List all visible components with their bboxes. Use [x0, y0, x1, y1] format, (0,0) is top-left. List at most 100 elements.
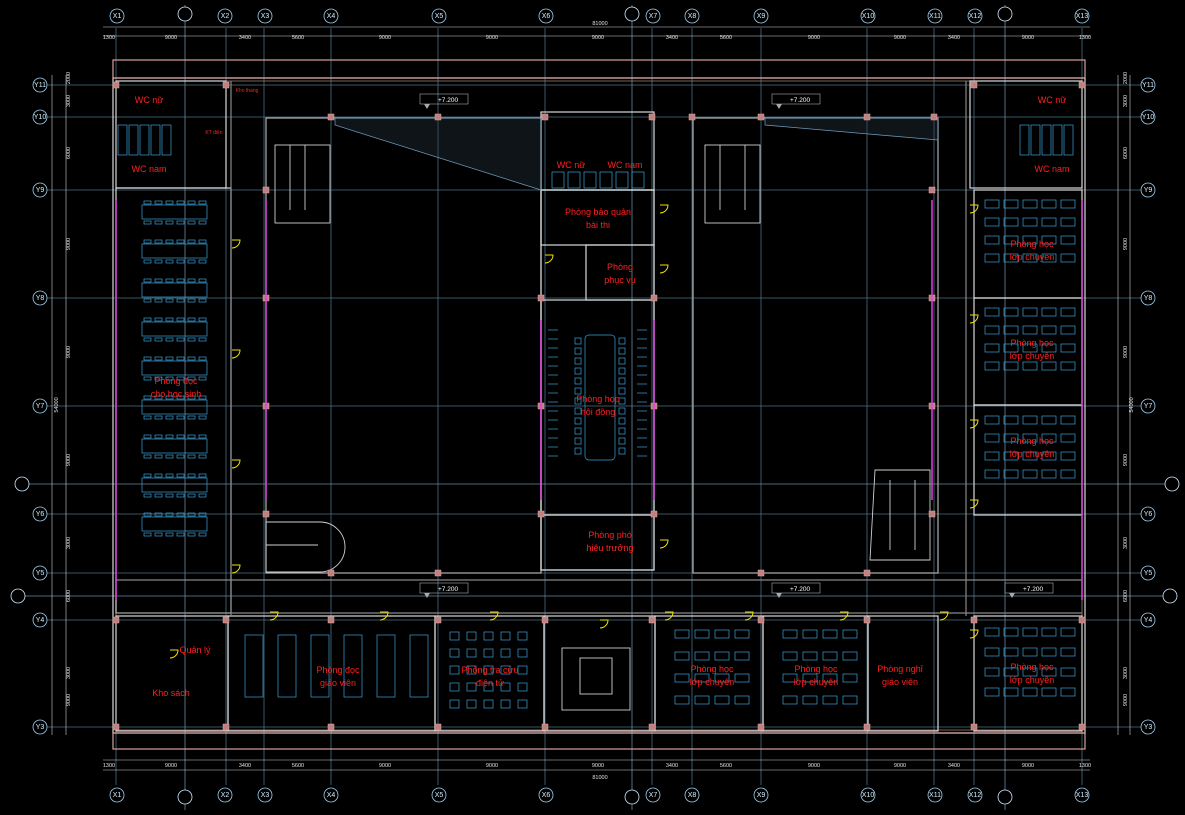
label-phong-hoc-6a: Phòng học — [794, 664, 838, 674]
reading-table-3 — [141, 282, 208, 298]
door-8 — [969, 499, 979, 509]
classroom-desk-b1-202 — [674, 651, 690, 661]
column-7 — [688, 113, 696, 121]
classroom-desk-r4-179 — [1003, 627, 1019, 637]
grid-label-left-Y7: Y7 — [36, 403, 45, 410]
teacher-reading-table-231 — [277, 634, 297, 698]
grid-label-bottom-X11: X11 — [929, 792, 941, 799]
classroom-desk-r3-172 — [1060, 451, 1076, 461]
classroom-desk-r3-171 — [1041, 451, 1057, 461]
grid-bubble-left-Y6 — [32, 506, 48, 522]
classroom-desk-r3-169 — [1003, 451, 1019, 461]
meeting-chair-r-10 — [618, 437, 626, 445]
dim-top-13: 9000 — [1022, 35, 1034, 41]
door-9 — [969, 629, 979, 639]
level-text-2: +7.200 — [790, 97, 810, 104]
classroom-desk-b1-213 — [734, 695, 750, 705]
section-marker-2 — [1164, 476, 1180, 492]
grid-bubble-top-X2 — [217, 8, 233, 24]
reading-chair-62 — [165, 356, 174, 361]
reading-chair-65 — [176, 376, 185, 381]
door-18 — [659, 204, 669, 214]
column-8 — [757, 113, 765, 121]
dim-top-3: 3400 — [239, 35, 251, 41]
reading-chair-115 — [187, 532, 196, 537]
reading-table-2 — [141, 243, 208, 259]
classroom-desk-r2-146 — [1041, 325, 1057, 335]
label-wc-nam-left: WC nam — [131, 164, 166, 174]
reading-table-6 — [141, 399, 208, 415]
label-wc-nu-center: WC nữ — [557, 160, 586, 170]
reading-chair-109 — [154, 532, 163, 537]
meeting-chair-l-8 — [574, 417, 582, 425]
classroom-desk-r2-155 — [1022, 361, 1038, 371]
grid-label-bottom-X5: X5 — [435, 792, 444, 799]
grid-bubble-top-X4 — [323, 8, 339, 24]
grid-label-top-X1: X1 — [113, 13, 122, 20]
dim-left-5: 9000 — [66, 346, 72, 358]
section-marker-top-3 — [997, 6, 1013, 22]
classroom-desk-b1-207 — [694, 673, 710, 683]
column-15 — [327, 616, 335, 624]
service-room — [585, 244, 655, 301]
wc-center-stall-0 — [551, 171, 565, 189]
dim-total-bottom: 81000 — [592, 775, 607, 781]
reading-chair-63 — [165, 376, 174, 381]
meeting-chair-r-11 — [618, 447, 626, 455]
label-wc-nu-left: WC nữ — [135, 95, 164, 105]
grid-label-left-Y9: Y9 — [36, 187, 45, 194]
grid-label-top-X10: X10 — [862, 13, 875, 20]
right-wc-block — [969, 80, 1083, 189]
wc-stall-1-4 — [1063, 124, 1074, 156]
reading-chair-117 — [198, 532, 207, 537]
roof-slope-right — [764, 117, 939, 141]
reading-chair-29 — [176, 259, 185, 264]
section-marker-bottom-2 — [624, 789, 640, 805]
reading-chair-89 — [176, 454, 185, 459]
dim-left-1: 2000 — [66, 72, 72, 84]
grid-bubble-left-Y10 — [32, 109, 48, 125]
grid-bubble-left-Y8 — [32, 290, 48, 306]
meeting-chair-r-4 — [618, 377, 626, 385]
classroom-desk-r2-152 — [1060, 343, 1076, 353]
classroom-desk-r3-175 — [1022, 469, 1038, 479]
reading-chair-90 — [187, 434, 196, 439]
wc-stall-1-3 — [1052, 124, 1063, 156]
reading-chair-101 — [176, 493, 185, 498]
column-42 — [650, 510, 658, 518]
classroom-desk-b2-216 — [822, 629, 838, 639]
reading-chair-69 — [198, 376, 207, 381]
column-6 — [648, 113, 656, 121]
dim-bottom-10: 9000 — [808, 763, 820, 769]
door-2 — [231, 349, 241, 359]
dim-left-9: 3000 — [66, 667, 72, 679]
grid-label-top-X13: X13 — [1076, 13, 1089, 20]
lookup-station-237 — [466, 631, 477, 641]
level-text-1: +7.200 — [438, 97, 458, 104]
column-30 — [863, 723, 871, 731]
classroom-desk-r4-190 — [1022, 667, 1038, 677]
section-marker-1 — [14, 476, 30, 492]
grid-bubble-top-X1 — [109, 8, 125, 24]
column-26 — [434, 723, 442, 731]
reading-chair-73 — [154, 415, 163, 420]
section-marker-bottom-3 — [997, 789, 1013, 805]
classroom-desk-r3-168 — [984, 451, 1000, 461]
label-phong-hoc-3b: lớp chuyên — [1010, 449, 1054, 459]
level-marker-5: +7.200 — [1004, 582, 1054, 598]
column-10 — [930, 113, 938, 121]
meeting-chair-l-10 — [574, 437, 582, 445]
reading-chair-30 — [187, 239, 196, 244]
classroom-desk-r3-163 — [984, 433, 1000, 443]
dim-total-right: 54000 — [1129, 397, 1135, 412]
dim-bottom-13: 9000 — [1022, 763, 1034, 769]
dim-top-10: 9000 — [808, 35, 820, 41]
reading-chair-68 — [198, 356, 207, 361]
reading-chair-31 — [187, 259, 196, 264]
classroom-desk-b1-205 — [734, 651, 750, 661]
lookup-station-259 — [500, 699, 511, 709]
reading-chair-52 — [176, 317, 185, 322]
door-1 — [231, 239, 241, 249]
classroom-desk-r4-181 — [1041, 627, 1057, 637]
